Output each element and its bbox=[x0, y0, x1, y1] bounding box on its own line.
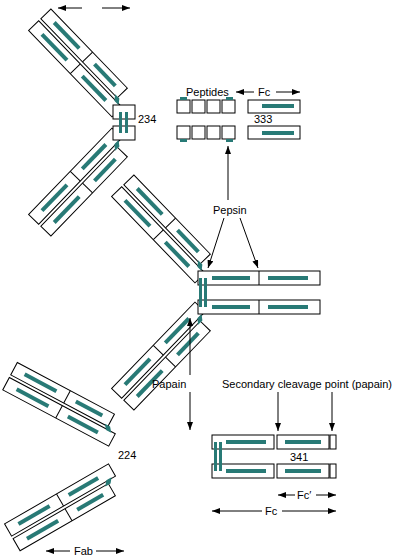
fab-arm bbox=[29, 9, 135, 117]
residue-number: 234 bbox=[138, 113, 156, 125]
peptide-boxes bbox=[177, 100, 235, 139]
fragment-label: Fab bbox=[74, 545, 93, 557]
fragment-label: Fc′ bbox=[297, 489, 311, 501]
fab-fragment bbox=[5, 464, 124, 551]
enzyme-label: Pepsin bbox=[213, 204, 247, 216]
cleavage-note: Secondary cleavage point (papain) bbox=[222, 378, 392, 390]
fragment-label: Fc bbox=[258, 86, 270, 98]
fab-arm bbox=[112, 175, 218, 283]
fragment-label: Fc bbox=[265, 505, 277, 517]
residue-number: 333 bbox=[254, 113, 272, 125]
fab-arm bbox=[29, 128, 135, 236]
residue-number: 341 bbox=[290, 451, 308, 463]
fragment-label: Peptides bbox=[186, 86, 229, 98]
fab-arm bbox=[112, 302, 218, 410]
fab-fragment bbox=[3, 362, 124, 446]
residue-number: 224 bbox=[118, 449, 136, 461]
enzyme-label: Papain bbox=[152, 378, 186, 390]
